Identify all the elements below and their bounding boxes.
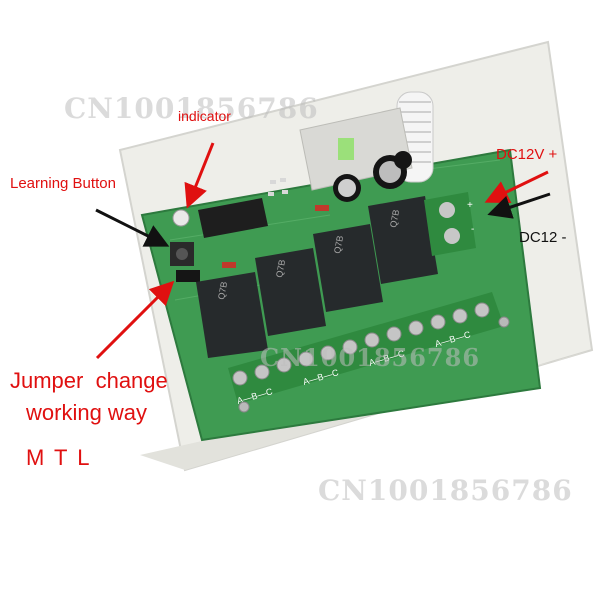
relays: Q7B Q7B Q7B Q7B: [196, 196, 438, 358]
ic-chip: [198, 198, 268, 238]
jumper-label-line1: Jumper change: [10, 368, 168, 393]
dc-plus-label: DC12V +: [496, 146, 558, 163]
watermark-middle: CN1001856786: [260, 343, 481, 372]
svg-text:Q7B: Q7B: [274, 259, 287, 278]
jumper-label-line2: working way: [26, 400, 148, 425]
svg-text:Q7B: Q7B: [388, 209, 401, 228]
capacitor-icon: [333, 151, 412, 202]
smd-components: [222, 178, 329, 268]
learning-button-label: Learning Button: [10, 175, 116, 192]
button-icon: [170, 242, 194, 266]
indicator-label: indicator: [178, 108, 231, 124]
modes-label: M T L: [26, 445, 92, 470]
led-icon: [172, 209, 190, 227]
jumper: [176, 270, 200, 282]
watermark-bottom: CN1001856786: [318, 474, 573, 507]
watermark-top: CN1001856786: [64, 92, 319, 125]
power-terminal: + -: [424, 192, 476, 256]
svg-text:+: +: [467, 200, 473, 211]
svg-text:-: -: [471, 224, 474, 235]
dc-minus-label: DC12 -: [519, 229, 567, 246]
svg-text:Q7B: Q7B: [332, 235, 345, 254]
arrow-icon: [95, 142, 551, 360]
svg-text:Q7B: Q7B: [216, 281, 229, 300]
